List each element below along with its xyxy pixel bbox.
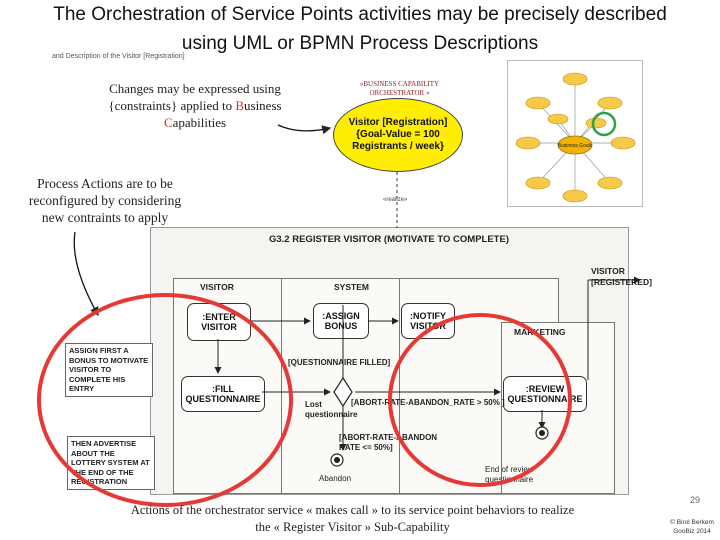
activity-flows — [214, 276, 641, 451]
note-process-line-1: Process Actions are to be — [37, 176, 173, 191]
activity-diagram: G3.2 REGISTER VISITOR (MOTIVATE TO COMPL… — [65, 227, 652, 495]
mindmap-center-node — [557, 135, 593, 155]
slide-title-line-1: The Orchestration of Service Points acti… — [53, 4, 667, 25]
bottom-caption-line-1: Actions of the orchestrator service « ma… — [130, 503, 575, 517]
note-changes-line-3: Capabilities — [163, 115, 227, 130]
note-changes: Changes may be expressed using {constrai… — [80, 80, 310, 131]
guard-abort-below: [ABORT-RATE-ABANDON RATE <= 50%] — [339, 433, 438, 452]
final-node-end-review-dot — [539, 430, 545, 436]
action-assign-bonus[interactable]: :ASSIGN BONUS — [313, 303, 369, 339]
orchestrator-name-line-3: Registrants / week} — [352, 141, 444, 152]
red-highlight-right — [388, 313, 572, 487]
stereotype-line-2: ORCHESTRATOR » — [369, 89, 430, 97]
final-label-abandon-left: Abandon — [319, 474, 352, 483]
decision-node[interactable] — [333, 376, 353, 408]
action-fill-questionnaire[interactable]: :FILL QUESTIONNAIRE — [181, 376, 265, 412]
guard-lost-questionnaire: Lost questionnaire — [305, 400, 358, 419]
final-node-abandon-left-dot — [334, 457, 340, 463]
slide-title: The Orchestration of Service Points acti… — [0, 0, 720, 58]
arrow-note-to-orchestrator — [277, 124, 332, 135]
guard-abort-above: [ABORT-RATE-ABANDON_RATE > 50% ] — [351, 398, 505, 407]
orchestrator-name-line-2: {Goal-Value = 100 — [356, 129, 440, 140]
note-changes-line-2: {constraints} applied to Business — [80, 97, 310, 114]
bottom-caption-line-2: the « Register Visitor » Sub-Capability — [255, 520, 450, 534]
orchestrator-use-case[interactable]: Visitor [Registration] {Goal-Value = 100… — [333, 98, 463, 172]
copyright-line-2: GooBiz 2014 — [673, 528, 711, 535]
note-process-line-3: new contraints to apply — [41, 210, 169, 225]
object-node-registered: VISITOR [REGISTERED] — [591, 266, 652, 287]
orchestrator-stereotype: «BUSINESS CAPABILITY ORCHESTRATOR » — [352, 80, 447, 98]
mindmap-svg: Business Goals — [515, 72, 636, 203]
note-assign-first: ASSIGN FIRST A BONUS TO MOTIVATE VISITOR… — [65, 343, 153, 397]
goal-mindmap-thumbnail: Business Goals — [507, 60, 643, 207]
mindmap-center-label: Business Goals — [558, 143, 593, 149]
stereotype-line-1: «BUSINESS CAPABILITY — [359, 80, 440, 88]
note-changes-line-2-text: {constraints} applied to Business — [108, 98, 282, 113]
slide-title-line-2: using UML or BPMN Process Descriptions — [181, 33, 539, 54]
mindmap-nodes — [515, 72, 636, 203]
copyright: © Birol Berkem GooBiz 2014 — [664, 518, 720, 536]
lane-marketing-label: MARKETING — [514, 327, 566, 337]
activity-title: G3.2 REGISTER VISITOR (MOTIVATE TO COMPL… — [269, 234, 509, 245]
mindmap-green-highlight — [591, 111, 617, 137]
note-changes-line-1: Changes may be expressed using — [109, 81, 281, 96]
guard-questionnaire-filled: [QUESTIONNAIRE FILLED] — [288, 358, 391, 367]
action-review-questionnaire[interactable]: :REVIEW QUESTIONNAIRE — [503, 376, 587, 412]
lane-visitor-label: VISITOR — [200, 282, 234, 292]
note-process-actions: Process Actions are to be reconfigured b… — [5, 175, 205, 226]
realize-label: «realize» — [383, 197, 408, 203]
arrow-process-note-to-actions — [73, 231, 99, 317]
copyright-line-1: © Birol Berkem — [670, 519, 714, 526]
note-process-line-2: reconfigured by considering — [28, 193, 182, 208]
red-highlight-left — [37, 293, 293, 507]
end-review-line-1: End of review — [485, 465, 534, 474]
bottom-caption: Actions of the orchestrator service « ma… — [80, 502, 625, 536]
lane-system-label: SYSTEM — [334, 282, 369, 292]
page-number: 29 — [690, 495, 701, 505]
orchestrator-name-line-1: Visitor [Registration] — [348, 117, 448, 128]
faint-caption: and Description of the Visitor [Registra… — [52, 53, 185, 60]
